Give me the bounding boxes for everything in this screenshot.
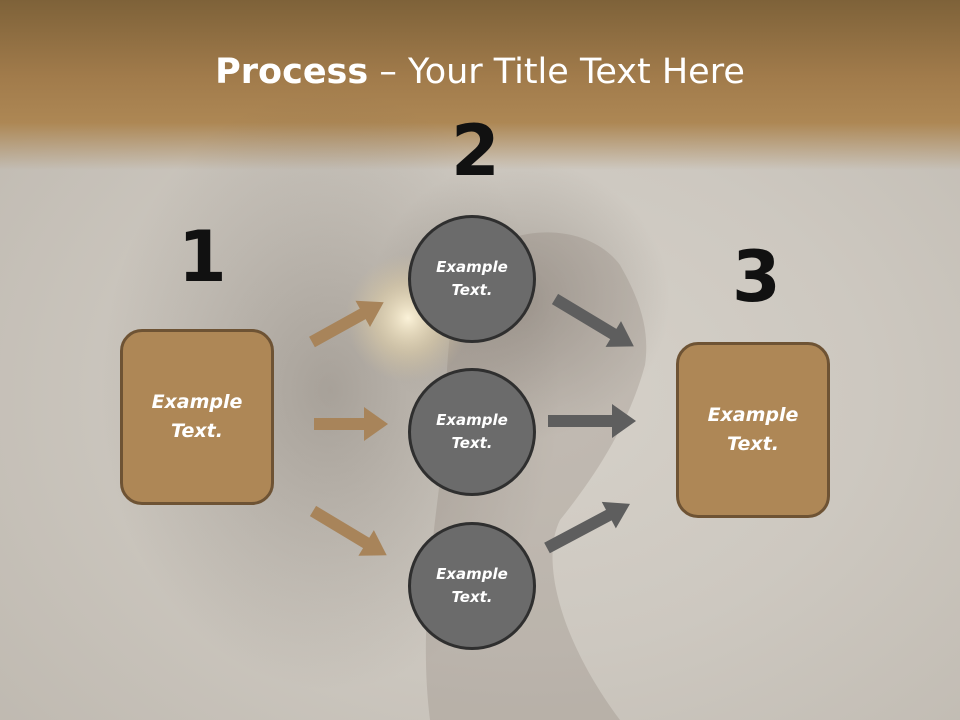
header-band xyxy=(0,0,960,170)
step-3-text: Example Text. xyxy=(707,404,799,455)
arrow-gray-up xyxy=(544,501,630,554)
title-bold: Process xyxy=(215,52,369,92)
circle-1: Example Text. xyxy=(408,215,536,343)
step-3-box: Example Text. xyxy=(676,342,830,518)
step-number-2: 2 xyxy=(451,110,500,192)
arrow-tan-down xyxy=(309,505,387,556)
arrow-gray-right xyxy=(548,404,636,438)
arrow-gray-down xyxy=(551,293,634,347)
step-1-text: Example Text. xyxy=(151,391,243,442)
circle-3-text: Example Text. xyxy=(436,565,508,606)
title-rest: – Your Title Text Here xyxy=(368,52,745,92)
circle-2-text: Example Text. xyxy=(436,411,508,452)
circle-2: Example Text. xyxy=(408,368,536,496)
step-1-box: Example Text. xyxy=(120,329,274,505)
arrow-tan-up xyxy=(309,300,384,348)
circle-1-text: Example Text. xyxy=(436,258,508,299)
arrow-tan-right xyxy=(314,407,388,441)
step-number-1: 1 xyxy=(178,216,227,298)
slide-title: Process – Your Title Text Here xyxy=(0,52,960,92)
step-number-3: 3 xyxy=(732,236,781,318)
circle-3: Example Text. xyxy=(408,522,536,650)
